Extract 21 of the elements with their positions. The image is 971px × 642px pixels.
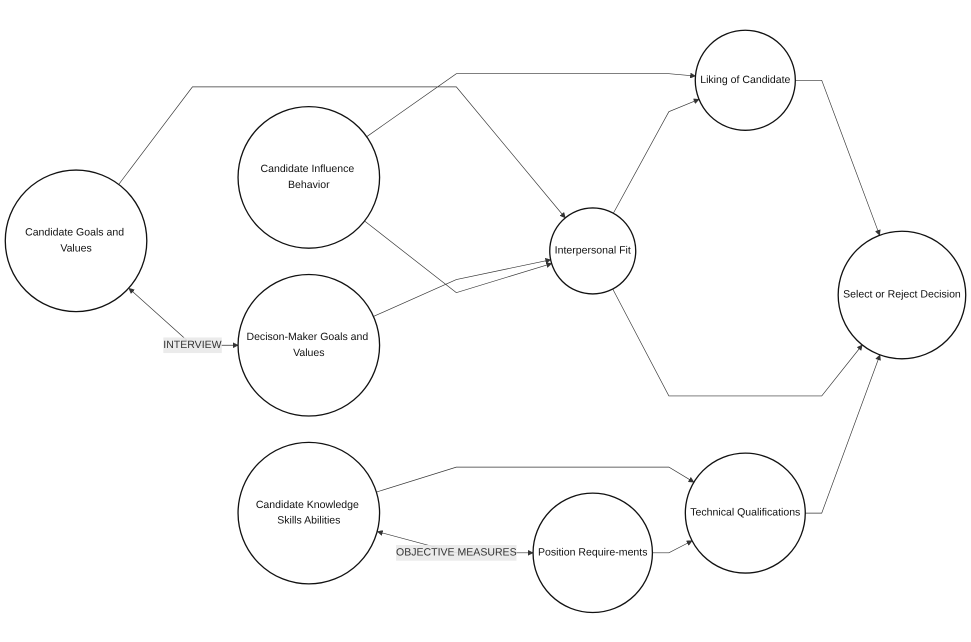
node-circle: Candidate Goals and Values (4, 169, 148, 312)
arrow (612, 288, 863, 396)
node-circle: Liking of Candidate (694, 29, 796, 131)
arrow (652, 540, 692, 553)
arrow (804, 354, 881, 514)
edge-label: OBJECTIVE MEASURES (396, 546, 517, 558)
node-circle: Select or Reject Decision (838, 230, 966, 360)
node-circle: Candidate Influence Behavior (237, 106, 380, 248)
arrow (373, 258, 551, 316)
node-circle: Decison-Maker Goals and Values (237, 273, 380, 416)
arrow (795, 80, 881, 236)
node-circle: Candidate Knowledge Skills Abilities (237, 441, 380, 584)
node-circle: Interpersonal Fit (549, 206, 636, 294)
edge-label: INTERVIEW (163, 338, 222, 350)
arrow (118, 86, 566, 218)
arrow (366, 72, 696, 137)
arrow (364, 220, 552, 293)
node-circle: Technical Qualifications (684, 452, 806, 574)
arrow (376, 466, 694, 492)
arrow (613, 98, 700, 214)
node-circle: Position Require-ments (532, 492, 654, 613)
